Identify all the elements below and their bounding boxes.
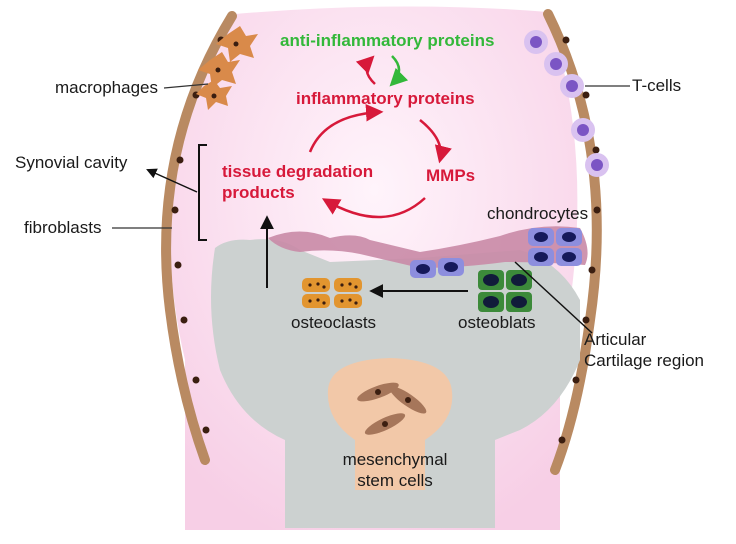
- osteoblats-label: osteoblats: [458, 313, 536, 332]
- mmps-label: MMPs: [426, 166, 476, 185]
- chondrocytes-label: chondrocytes: [487, 204, 589, 223]
- synovial-membrane-left: [161, 11, 237, 465]
- articular-label-1: Articular: [584, 330, 647, 349]
- articular-label-2: Cartilage region: [584, 351, 705, 370]
- osteoblast-cells: [478, 270, 532, 312]
- synovial-bracket: [198, 144, 207, 241]
- chondrocyte-cells: [410, 228, 582, 278]
- mmps-to-degradation-arrow: [321, 197, 426, 219]
- mesenchymal-label-1: mesenchymal: [342, 450, 448, 469]
- mesenchymal-stem-cells: [357, 382, 427, 435]
- mesenchymal-label-2: stem cells: [357, 471, 433, 490]
- articular-leader: [514, 261, 593, 334]
- macrophages-leader: [163, 83, 209, 89]
- articular-cartilage: [268, 226, 588, 268]
- synovial-cavity-arrow: [146, 168, 198, 193]
- inflammatory-label: inflammatory proteins: [296, 89, 475, 108]
- inflammatory-to-anti-arrow: [355, 55, 376, 85]
- synovial-cavity-label: Synovial cavity: [15, 153, 128, 172]
- inflammatory-to-mmps-arrow: [419, 119, 452, 164]
- anti-inflammatory-label: anti-inflammatory proteins: [280, 31, 495, 50]
- osteoclasts-label: osteoclasts: [291, 313, 377, 332]
- tissue-degradation-label-2: products: [222, 183, 295, 202]
- osteoclast-cells: [302, 278, 362, 308]
- fibroblasts-label: fibroblasts: [24, 218, 102, 237]
- t-cells: [524, 30, 609, 177]
- t-cells-label: T-cells: [632, 76, 682, 95]
- macrophages-label: macrophages: [55, 78, 159, 97]
- degradation-to-inflammatory-arrow: [308, 104, 384, 153]
- anti-to-inflammatory-arrow: [389, 55, 409, 87]
- macrophage-cells: [196, 26, 258, 110]
- tissue-degradation-label-1: tissue degradation: [222, 162, 374, 181]
